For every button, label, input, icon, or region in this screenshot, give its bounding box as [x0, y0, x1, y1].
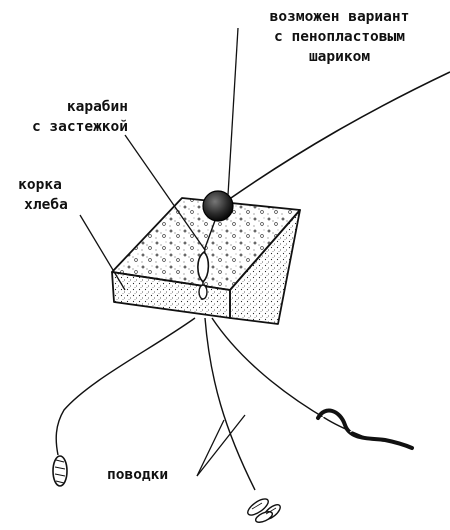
callout-leaders-1 [196, 414, 246, 477]
leader-left [55, 317, 196, 456]
callout-leaders-2 [196, 419, 225, 477]
bait-middle [247, 498, 281, 523]
callout-carabiner [124, 134, 206, 251]
label-carabiner-line1: карабин [66, 99, 128, 115]
swivel [198, 284, 208, 300]
carabiner [197, 250, 210, 284]
label-float-line3: шариком [308, 49, 371, 65]
label-float-line2: с пенопластовым [274, 29, 405, 45]
bait-left [52, 455, 68, 487]
label-leaders: поводки [107, 467, 169, 483]
callout-float [227, 27, 239, 196]
label-float-line1: возможен вариант [269, 9, 410, 25]
bait-right [316, 408, 414, 450]
leader-middle [204, 317, 256, 491]
label-carabiner-line2: с застежкой [31, 119, 128, 135]
label-crust-line2: хлеба [24, 197, 68, 213]
foam-ball [202, 190, 234, 222]
callout-crust [79, 214, 126, 291]
leader-right [211, 317, 373, 441]
main-line [227, 71, 450, 201]
bread-crust-side [229, 209, 301, 325]
label-crust-line1: корка [18, 177, 62, 193]
